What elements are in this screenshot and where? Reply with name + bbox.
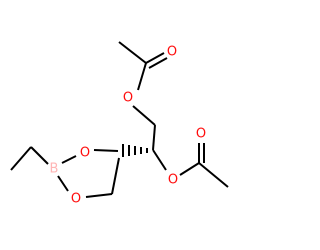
atom-o-ring-upper: O [80,146,90,161]
bond-top-ester-ch2 [132,105,156,126]
bond-ring-o-lower-ch2 [85,193,113,198]
bond-ring-o-upper-b [61,155,77,164]
bond-top-carbonyl-double-a [145,52,165,64]
bond-ch-ester-right [152,149,167,171]
bond-ring-b-o-lower [57,175,69,192]
atom-labels: O O O B O O O [50,45,207,207]
bonds [10,41,229,198]
atom-boron: B [50,162,59,177]
bond-ring-ch2-c4 [111,157,120,195]
stereo-hash-bond [122,144,148,157]
atom-o-ring-lower: O [71,192,81,207]
bond-right-ester-carbonyl [179,162,200,176]
atom-label-o: O [80,146,90,161]
bond-top-carbonyl-double-b [148,57,168,69]
atom-label-o: O [168,173,178,188]
bond-b-ethyl [30,146,49,165]
molecule-structure: O O O B O O O [10,41,229,207]
atom-label-b: B [50,162,59,177]
atom-o-ester-right: O [168,173,178,188]
atom-label-o: O [167,45,177,60]
atom-label-o: O [123,91,133,106]
atom-o-ester-top: O [123,91,133,106]
atom-o-carbonyl-right: O [196,127,206,142]
atom-label-o: O [196,127,206,142]
bond-top-carbonyl-ester [137,62,147,91]
bond-ethyl-methyl [10,146,32,171]
bond-top-methyl [118,41,147,64]
atom-label-o: O [71,192,81,207]
bond-ring-c4-o-upper [93,149,119,152]
bond-right-methyl [198,162,229,188]
bond-ch2-ch [152,124,156,151]
atom-o-carbonyl-top: O [167,45,177,60]
